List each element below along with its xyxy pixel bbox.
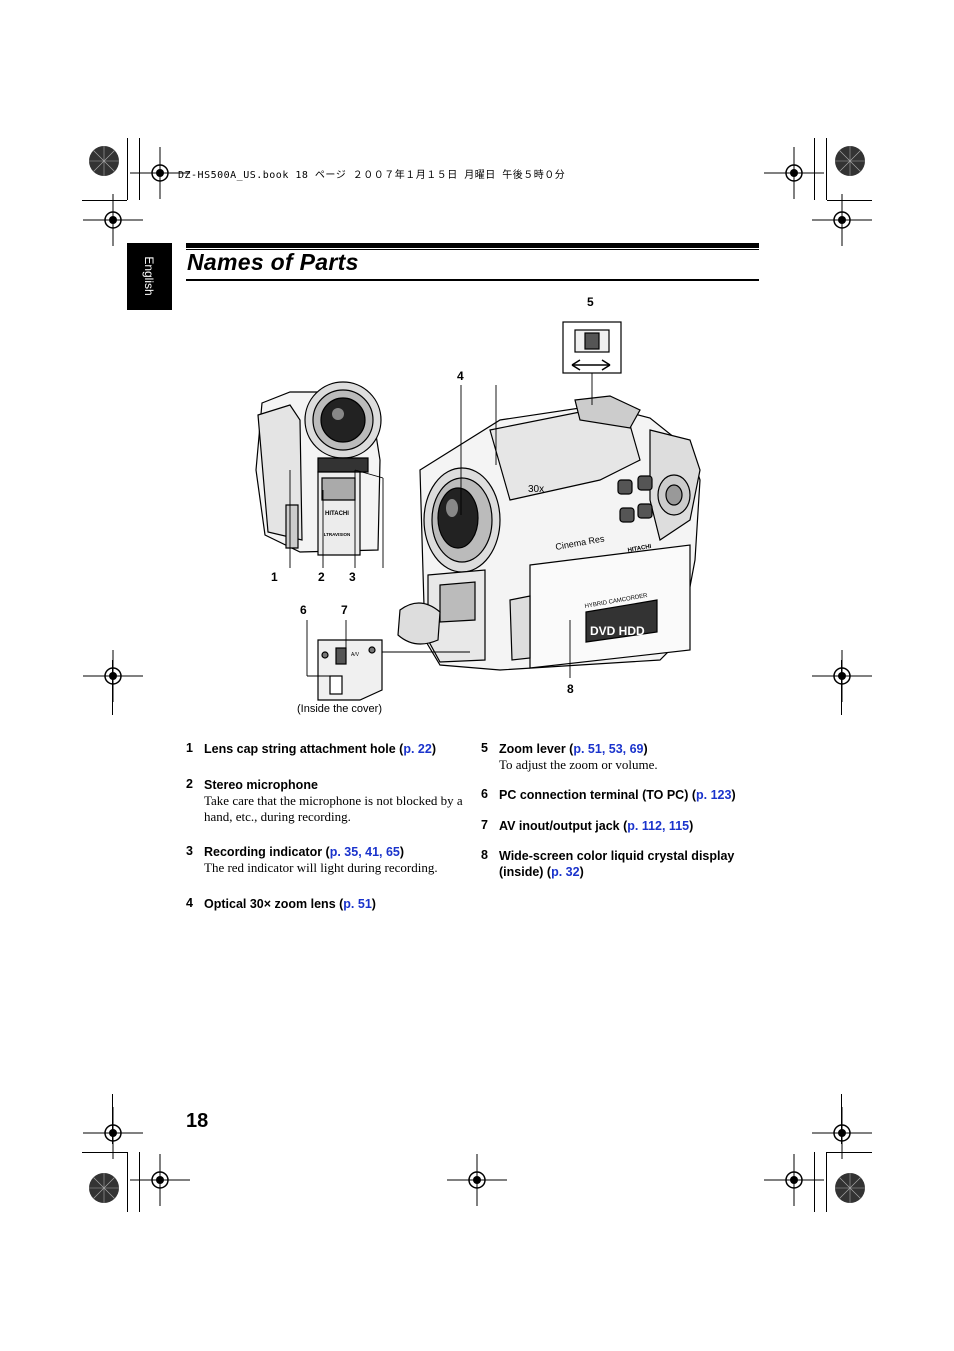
part-number: 7 [481, 818, 488, 832]
callout-7: 7 [341, 603, 348, 617]
registration-target-icon [835, 146, 865, 176]
crosshair-mark-icon [130, 1154, 190, 1206]
crosshair-mark-icon [83, 650, 143, 702]
crosshair-mark-icon [812, 1107, 872, 1159]
part-description: The red indicator will light during reco… [204, 860, 438, 875]
crop-line [139, 1152, 140, 1212]
crosshair-mark-icon [764, 1154, 824, 1206]
front-brand-label: HITACHI [325, 511, 349, 517]
zoom-mark: 30x [528, 484, 544, 495]
callout-8: 8 [567, 682, 574, 696]
camcorder-front-view [255, 381, 382, 556]
language-side-tab: English [127, 243, 172, 310]
av-jack-label: A/V [351, 652, 360, 658]
crop-line [127, 1152, 128, 1212]
crop-line [814, 1152, 815, 1212]
crosshair-mark-icon [130, 147, 190, 199]
crop-line [841, 1094, 842, 1144]
page-reference-link[interactable]: p. 51 [343, 897, 372, 911]
part-number: 8 [481, 848, 488, 862]
crop-line [827, 1152, 872, 1153]
crosshair-mark-icon [83, 194, 143, 246]
lens-brand-label: LTRAVISION [324, 532, 351, 537]
crosshair-mark-icon [447, 1154, 507, 1206]
page-title: Names of Parts [187, 249, 359, 275]
crosshair-mark-icon [83, 1107, 143, 1159]
part-label: AV inout/output jack ( [499, 819, 628, 833]
part-number: 1 [186, 741, 193, 755]
camcorder-side-view: DVD HDD [397, 395, 701, 671]
part-number: 4 [186, 896, 193, 910]
side-brand-label: HITACHI [627, 544, 652, 554]
part-label: Wide-screen color liquid crystal display… [499, 849, 735, 879]
page-number: 18 [186, 1110, 209, 1132]
page-reference-link[interactable]: p. 123 [696, 788, 732, 802]
camcorder-illustration: HITACHI LTRAVISION A/V [255, 321, 701, 701]
registration-target-icon [89, 146, 119, 176]
part-description: Take care that the microphone is not blo… [204, 793, 463, 824]
callout-6: 6 [300, 603, 307, 617]
crop-line [112, 660, 113, 715]
part-label: Stereo microphone [204, 778, 318, 792]
page-reference-link[interactable]: p. 112, 115 [627, 819, 690, 833]
callout-2: 2 [318, 570, 325, 584]
part-item-8: 8 Wide-screen color liquid crystal displ… [481, 848, 735, 879]
page-reference-link[interactable]: p. 22 [403, 742, 432, 756]
crop-line [826, 138, 827, 200]
part-label: Recording indicator ( [204, 845, 330, 859]
part-number: 3 [186, 844, 193, 858]
page-reference-link[interactable]: p. 32 [551, 865, 580, 879]
part-item-3: 3 Recording indicator (p. 35, 41, 65) Th… [186, 844, 471, 876]
callout-1: 1 [271, 570, 278, 584]
part-item-2: 2 Stereo microphone Take care that the m… [186, 777, 471, 825]
callout-3: 3 [349, 570, 356, 584]
part-item-1: 1 Lens cap string attachment hole (p. 22… [186, 741, 437, 756]
part-number: 6 [481, 787, 488, 801]
dvd-hdd-logo: DVD HDD [590, 624, 645, 638]
part-label: Zoom lever ( [499, 742, 574, 756]
crosshair-mark-icon [812, 650, 872, 702]
part-description: To adjust the zoom or volume. [499, 757, 658, 772]
part-label: PC connection terminal (TO PC) ( [499, 788, 697, 802]
inside-cover-caption: (Inside the cover) [297, 703, 382, 715]
connector-closeup [317, 639, 383, 701]
title-rule-bottom [186, 279, 759, 281]
registration-target-icon [835, 1173, 865, 1203]
title-rule-thin [186, 249, 759, 250]
crosshair-mark-icon [764, 147, 824, 199]
page-reference-link[interactable]: p. 51, 53, 69 [573, 742, 644, 756]
part-label: Lens cap string attachment hole ( [204, 742, 404, 756]
crop-line [82, 1152, 127, 1153]
part-item-5: 5 Zoom lever (p. 51, 53, 69) To adjust t… [481, 741, 761, 773]
part-number: 5 [481, 741, 488, 755]
page-reference-link[interactable]: p. 35, 41, 65 [329, 845, 400, 859]
part-item-6: 6 PC connection terminal (TO PC) (p. 123… [481, 787, 736, 802]
part-item-4: 4 Optical 30× zoom lens (p. 51) [186, 896, 376, 911]
crop-line [814, 138, 815, 200]
print-file-info: DZ-HS500A_US.book 18 ページ ２００７年１月１５日 月曜日 … [178, 170, 566, 181]
language-tab-label: English [142, 256, 156, 296]
callout-4: 4 [457, 369, 464, 383]
crop-line [841, 660, 842, 715]
callout-5: 5 [587, 295, 594, 309]
part-number: 2 [186, 777, 193, 791]
crosshair-mark-icon [812, 194, 872, 246]
crop-line [82, 200, 127, 201]
crop-line [827, 200, 872, 201]
title-rule-thick [186, 243, 759, 248]
part-item-7: 7 AV inout/output jack (p. 112, 115) [481, 818, 694, 833]
crop-line [139, 138, 140, 200]
crop-line [112, 1094, 113, 1144]
crop-line [127, 138, 128, 200]
registration-target-icon [89, 1173, 119, 1203]
crop-line [826, 1152, 827, 1212]
part-label: Optical 30× zoom lens ( [204, 897, 344, 911]
